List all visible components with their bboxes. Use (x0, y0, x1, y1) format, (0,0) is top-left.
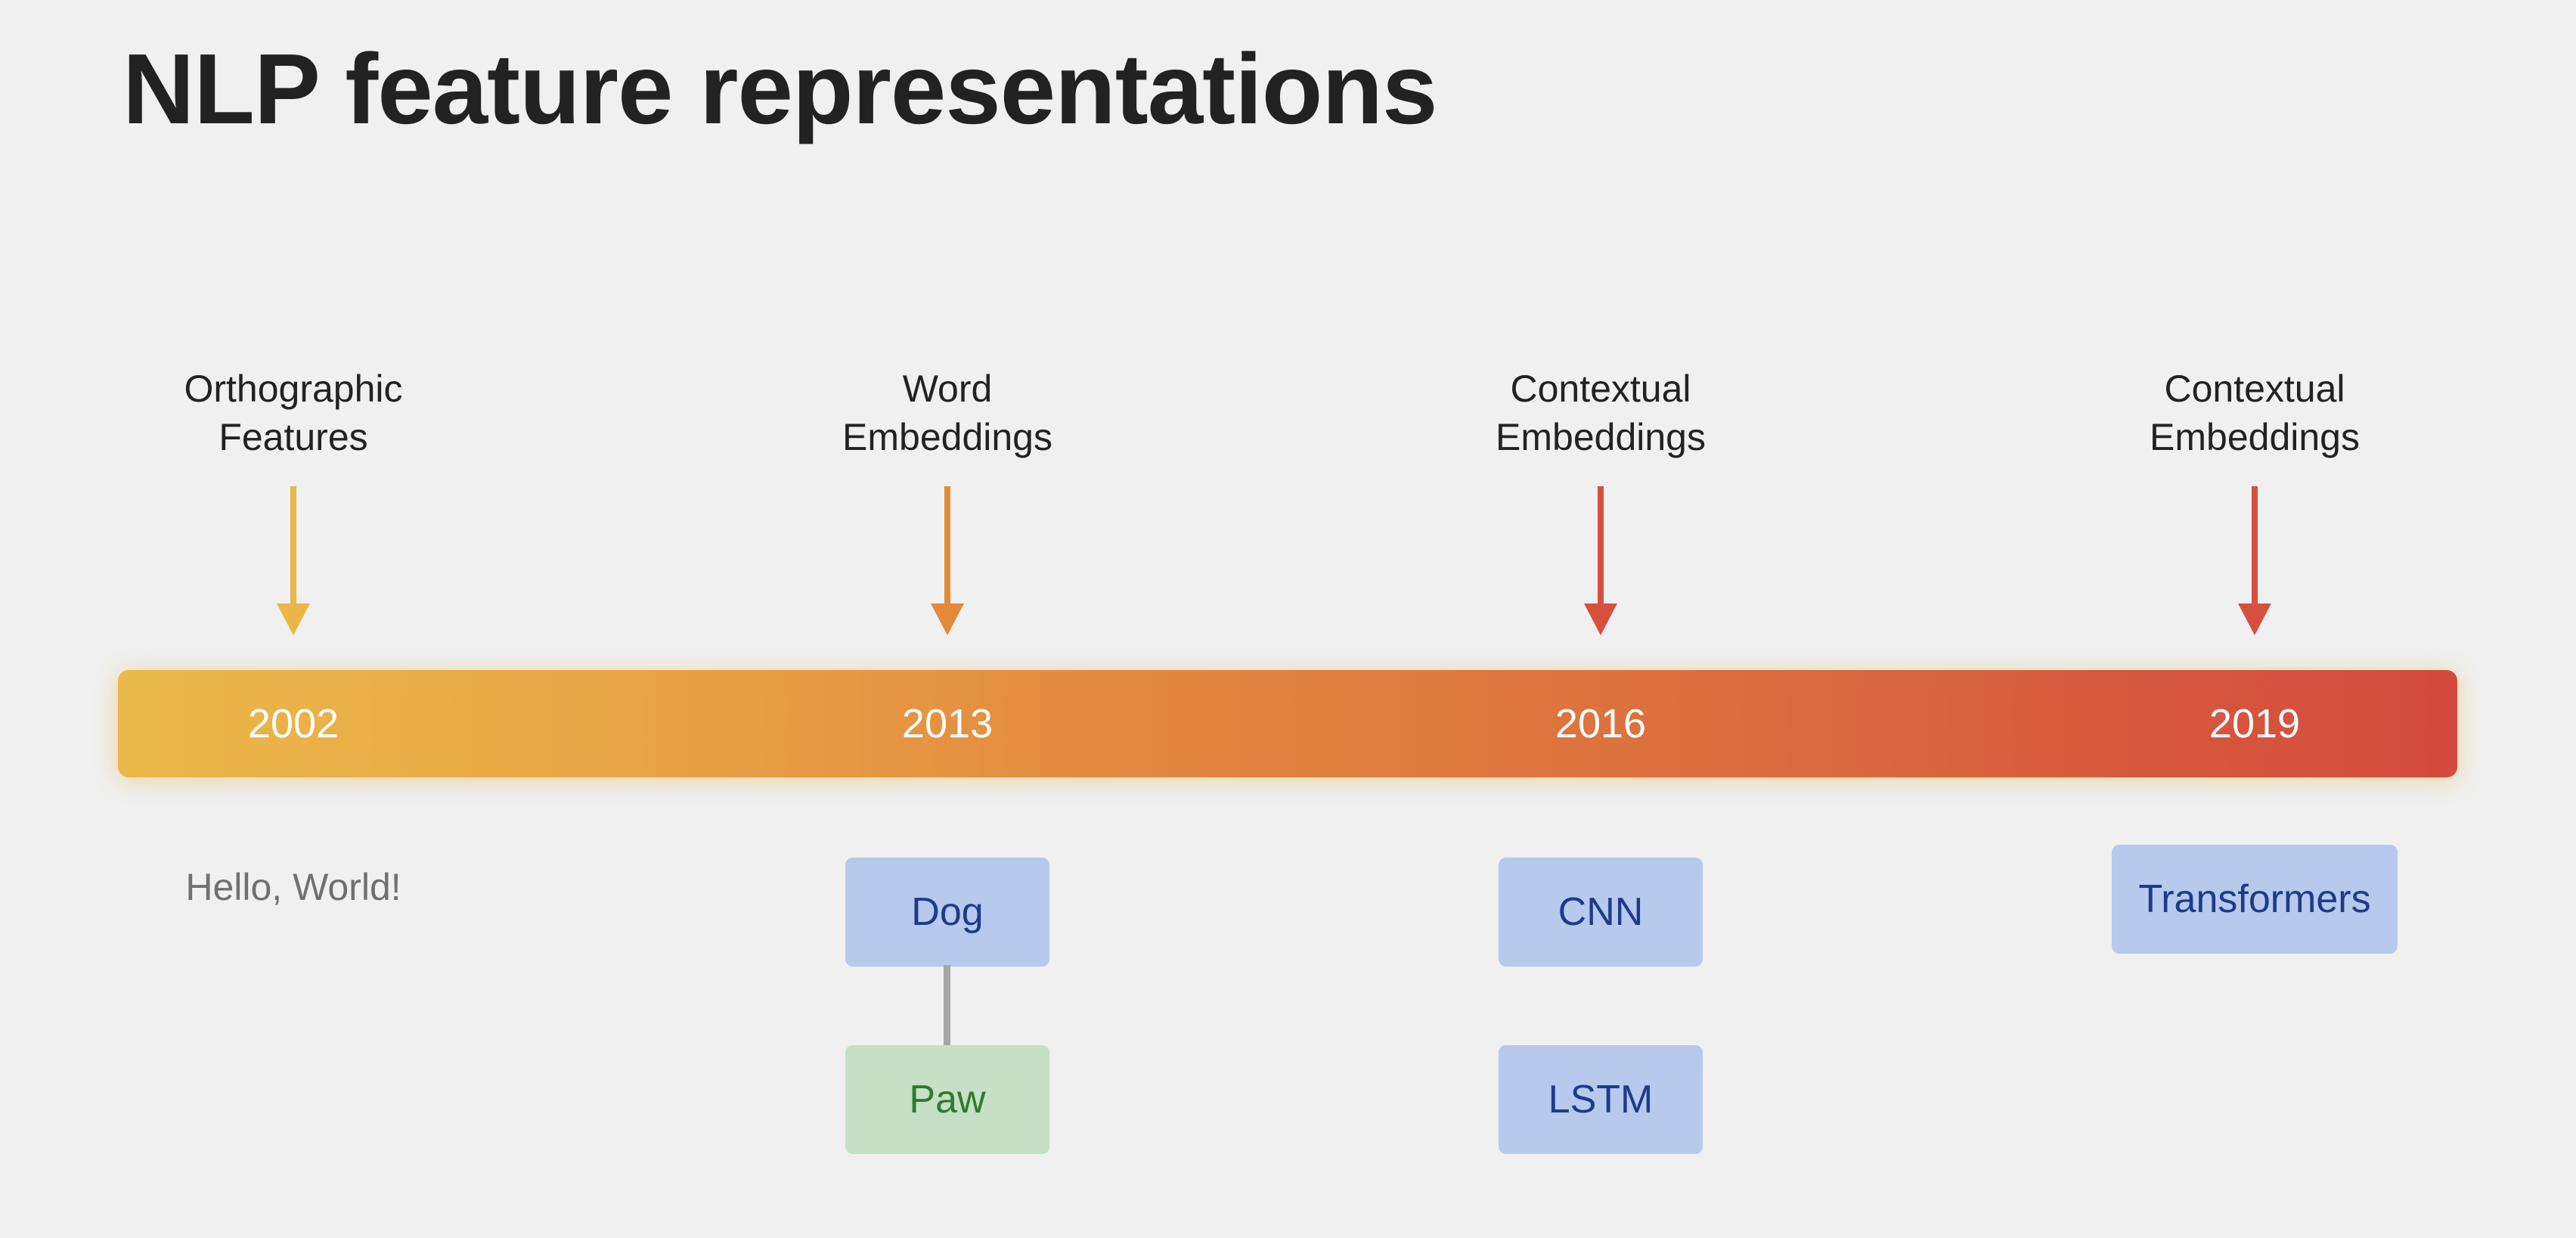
arrow-down-icon (931, 486, 964, 638)
concept-box-cnn: CNN (1499, 858, 1703, 967)
concept-box-lstm: LSTM (1499, 1045, 1703, 1154)
connector-line (944, 965, 950, 1045)
milestone-label-line2: Embeddings (1496, 416, 1706, 458)
arrow-down-icon (2238, 486, 2271, 638)
concept-box-transformers: Transformers (2112, 845, 2398, 954)
milestone-label-line2: Embeddings (2150, 416, 2360, 458)
milestone-label-line1: Contextual (2164, 368, 2345, 410)
milestone-label-line1: Word (902, 368, 993, 410)
milestone-label-2013: Word Embeddings (721, 365, 1174, 461)
concept-box-paw: Paw (845, 1045, 1049, 1154)
arrow-down-icon (277, 486, 310, 638)
milestone-label-line1: Orthographic (184, 368, 403, 410)
milestone-label-2002: Orthographic Features (67, 365, 520, 461)
milestone-label-line2: Features (219, 416, 368, 458)
year-label: 2002 (247, 701, 339, 746)
year-label: 2019 (2209, 701, 2301, 746)
arrow-down-icon (1584, 486, 1617, 638)
slide-title: NLP feature representations (122, 33, 1437, 144)
year-label: 2016 (1555, 701, 1647, 746)
milestone-label-line1: Contextual (1510, 368, 1691, 410)
milestone-label-2016: Contextual Embeddings (1374, 365, 1827, 461)
example-text: Hello, World! (185, 866, 401, 908)
concept-box-dog: Dog (845, 858, 1049, 967)
year-label: 2013 (901, 701, 994, 746)
milestone-label-line2: Embeddings (842, 416, 1052, 458)
milestone-label-2019: Contextual Embeddings (2028, 365, 2481, 461)
timeline-bar: 2002 2013 2016 2019 (118, 670, 2457, 777)
